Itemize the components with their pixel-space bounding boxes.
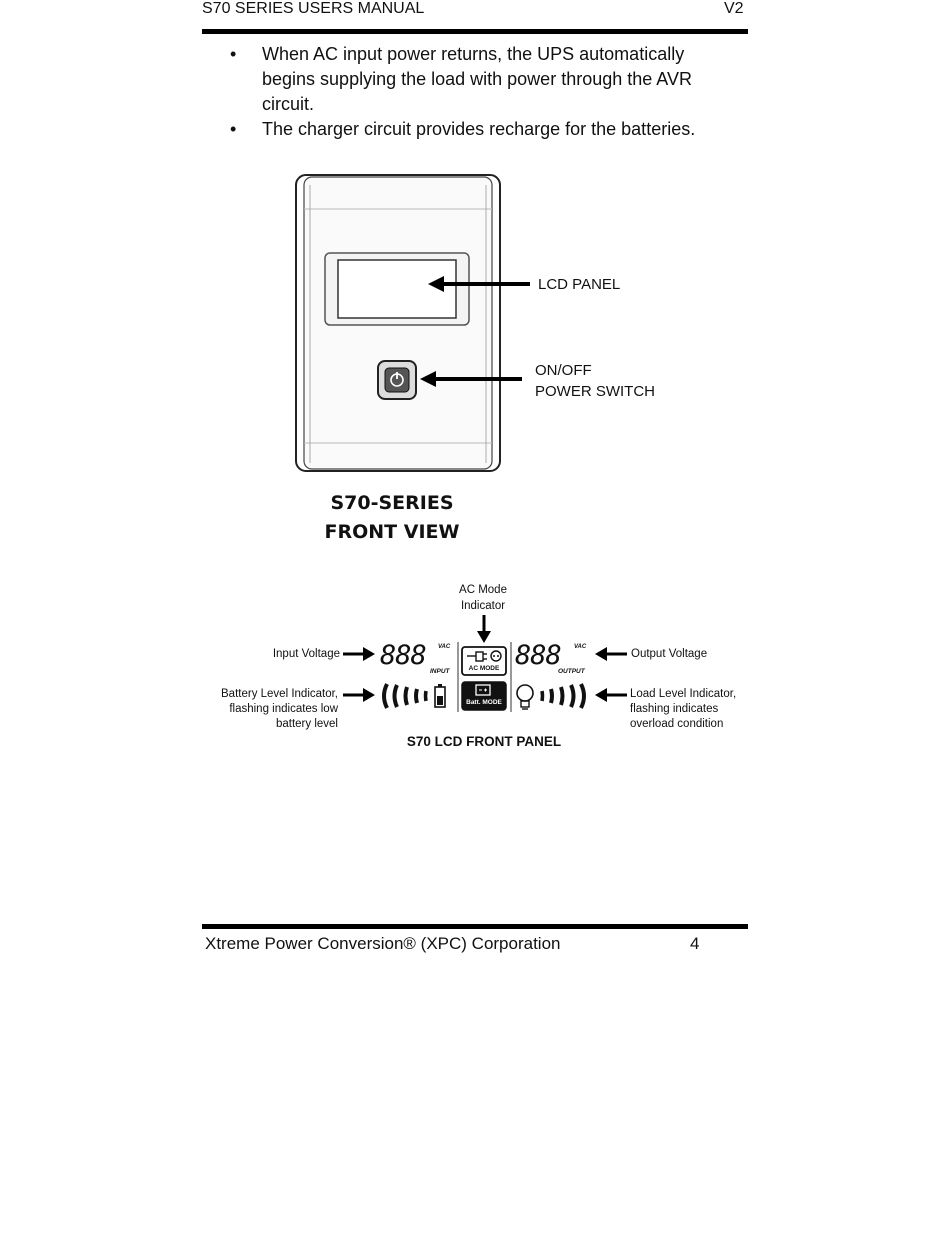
list-item: • When AC input power returns, the UPS au…	[222, 42, 742, 117]
switch-arrow-icon	[420, 371, 522, 387]
input-unit: VAC	[438, 644, 451, 650]
output-tag: OUTPUT	[558, 668, 585, 675]
lcd-panel-graphic	[382, 642, 586, 712]
ac-mode-indicator-label-2: Indicator	[460, 600, 506, 612]
ups-front-view-drawing	[295, 174, 501, 472]
lcd-panel-label: LCD PANEL	[538, 276, 621, 293]
output-unit: VAC	[574, 644, 587, 650]
output-voltage-digits: 888	[515, 640, 562, 671]
front-view-caption-2: FRONT VIEW	[324, 521, 460, 543]
bullet-icon: •	[230, 44, 237, 64]
lcd-front-panel-title: S70 LCD FRONT PANEL	[406, 734, 562, 749]
input-voltage-arrow-icon	[343, 647, 375, 661]
bullet-text: When AC input power returns, the UPS aut…	[262, 44, 692, 114]
battery-level-arrow-icon	[343, 688, 375, 702]
ac-mode-text: AC MODE	[468, 665, 500, 672]
header-title: S70 SERIES USERS MANUAL	[202, 0, 425, 17]
ac-mode-arrow-icon	[477, 615, 491, 643]
footer-rule	[202, 924, 748, 929]
load-level-label-2: flashing indicates	[630, 703, 719, 715]
lcd-arrow-icon	[428, 276, 530, 292]
list-item: • The charger circuit provides recharge f…	[222, 117, 742, 142]
battery-level-label-3: battery level	[275, 718, 338, 730]
switch-label-line1: ON/OFF	[535, 362, 592, 379]
load-level-arrow-icon	[595, 688, 627, 702]
header-version: V2	[724, 0, 744, 17]
input-tag: INPUT	[430, 668, 450, 675]
battery-level-label-1: Battery Level Indicator,	[221, 688, 338, 700]
battery-level-label-2: flashing indicates low	[229, 703, 338, 715]
bullet-list: • When AC input power returns, the UPS au…	[222, 42, 742, 142]
ac-mode-indicator-label-1: AC Mode	[459, 584, 507, 596]
input-voltage-digits: 888	[380, 640, 427, 671]
footer-company: Xtreme Power Conversion® (XPC) Corporati…	[205, 934, 561, 953]
load-level-label-3: overload condition	[630, 718, 724, 730]
load-level-label-1: Load Level Indicator,	[630, 688, 737, 700]
input-voltage-label: Input Voltage	[272, 648, 340, 660]
output-voltage-label: Output Voltage	[631, 648, 708, 660]
batt-mode-text: Batt. MODE	[466, 699, 502, 706]
output-voltage-arrow-icon	[595, 647, 627, 661]
lcd-panel-diagram: 888 VAC INPUT 888 VAC OUTPUT AC MODE Bat…	[378, 640, 592, 716]
page-number: 4	[690, 934, 700, 953]
switch-label-line2: POWER SWITCH	[535, 383, 655, 400]
front-view-caption-1: S70-SERIES	[330, 492, 454, 514]
bullet-text: The charger circuit provides recharge fo…	[262, 119, 696, 139]
header-rule	[202, 29, 748, 34]
bullet-icon: •	[230, 119, 237, 139]
